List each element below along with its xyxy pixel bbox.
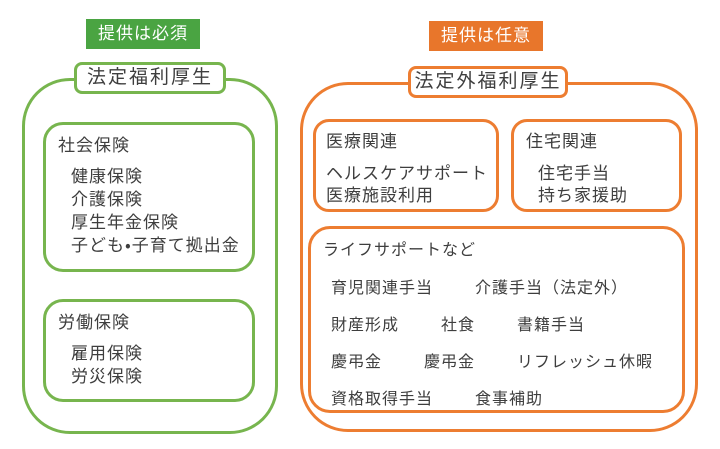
benefit-item: 慶弔金 (424, 354, 476, 371)
group-title: 住宅関連 (526, 132, 598, 151)
benefit-item: 社食 (441, 317, 476, 334)
benefit-item: 慶弔金 (331, 354, 383, 371)
benefit-item: 資格取得手当 (331, 391, 434, 408)
group-items: 雇用保険 労災保険 (71, 342, 252, 388)
benefit-item: 住宅手当 (538, 164, 610, 183)
group-title: ライフサポートなど (323, 242, 477, 259)
benefit-row: 育児関連手当 介護手当（法定外） (331, 278, 682, 300)
benefit-row: 慶弔金 慶弔金 リフレッシュ休暇 (331, 352, 682, 374)
non-statutory-title-box: 法定外福利厚生 (408, 66, 568, 98)
statutory-title-box: 法定福利厚生 (74, 62, 226, 94)
group-title: 労働保険 (58, 313, 130, 332)
labor-insurance-box: 労働保険 雇用保険 労災保険 (43, 299, 255, 402)
benefit-item: 食事補助 (475, 391, 544, 408)
benefit-item: 介護手当（法定外） (475, 280, 629, 297)
group-items: ヘルスケアサポート 医療施設利用 (326, 163, 496, 207)
benefit-row: 資格取得手当 食事補助 (331, 389, 682, 411)
benefit-item: 子ども・子育て拠出金 (71, 236, 240, 255)
mandatory-badge: 提供は必須 (86, 19, 200, 49)
benefit-item: 育児関連手当 (331, 280, 434, 297)
benefit-item: 持ち家援助 (538, 186, 628, 205)
life-support-box: ライフサポートなど 育児関連手当 介護手当（法定外） 財産形成 社食 書籍手当 … (308, 226, 685, 413)
social-insurance-box: 社会保険 健康保険 介護保険 厚生年金保険 子ども・子育て拠出金 (43, 122, 255, 272)
housing-box: 住宅関連 住宅手当 持ち家援助 (511, 119, 682, 212)
benefit-item: 雇用保険 (71, 344, 143, 363)
benefit-row: 財産形成 社食 書籍手当 (331, 315, 682, 337)
group-items: 住宅手当 持ち家援助 (538, 163, 679, 207)
benefit-item: 財産形成 (331, 317, 400, 334)
benefit-item: 労災保険 (71, 367, 143, 386)
benefit-item: 書籍手当 (517, 317, 586, 334)
group-items: 健康保険 介護保険 厚生年金保険 子ども・子育て拠出金 (71, 165, 252, 257)
medical-box: 医療関連 ヘルスケアサポート 医療施設利用 (313, 119, 499, 212)
group-title: 医療関連 (326, 132, 398, 151)
benefit-item: 厚生年金保険 (71, 213, 179, 232)
optional-badge: 提供は任意 (429, 21, 543, 51)
benefit-item: 介護保険 (71, 190, 143, 209)
benefit-item: リフレッシュ休暇 (517, 354, 654, 371)
benefit-item: 医療施設利用 (326, 186, 434, 205)
benefit-item: ヘルスケアサポート (326, 164, 488, 183)
group-title: 社会保険 (58, 136, 130, 155)
benefit-item: 健康保険 (71, 167, 143, 186)
